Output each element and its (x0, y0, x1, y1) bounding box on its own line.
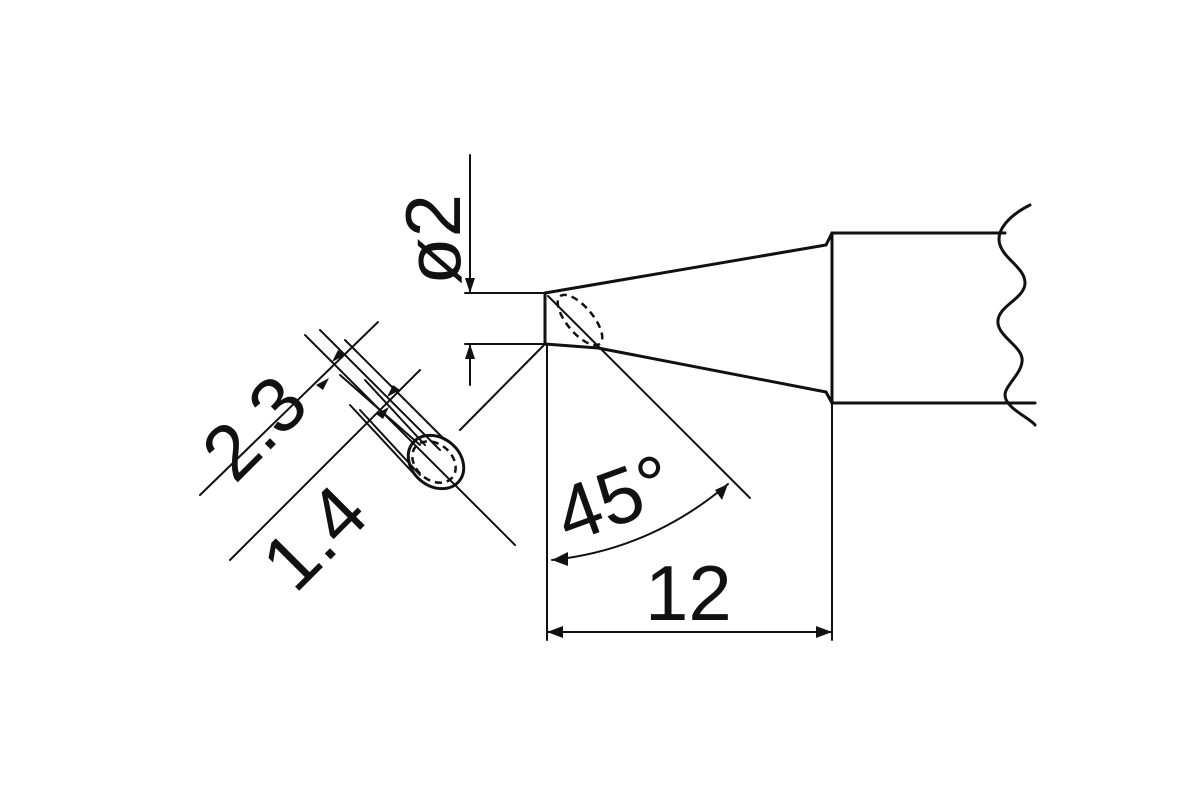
break-line (996, 203, 1037, 427)
angle-arrow-right (715, 484, 728, 500)
length-arrow-left (547, 626, 563, 638)
width-outer-arrow-bottom (316, 378, 329, 390)
width-inner-dim-line (229, 369, 421, 561)
diameter-arrow-bottom (465, 344, 475, 359)
width-outer-dim-line (199, 321, 379, 496)
detail-inner-line-top (364, 379, 426, 446)
angle-dimension: 45° (544, 295, 751, 641)
width-outer-label: 2.3 (185, 358, 324, 497)
length-arrow-right (816, 626, 832, 638)
length-dimension: 12 (546, 402, 833, 641)
length-label: 12 (645, 549, 732, 637)
angle-ext-line-diagonal (547, 295, 751, 499)
diameter-label: ø2 (389, 194, 477, 285)
tip-body (543, 203, 1037, 427)
taper-top-line (543, 243, 828, 295)
detail-ext-line-2 (319, 329, 441, 451)
diameter-dimension: ø2 (389, 154, 546, 386)
diameter-arrow-top (465, 278, 475, 293)
shoulder-bottom (824, 390, 834, 405)
bevel-face-ellipse (556, 293, 604, 347)
width-inner-label: 1.4 (245, 468, 384, 607)
angle-arrow-left (552, 552, 568, 566)
width-outer-arrow-top (332, 350, 345, 362)
taper-bottom-line (596, 346, 828, 394)
angle-arc (551, 483, 729, 561)
detail-cylinder-bottom (349, 404, 416, 476)
shoulder-top (824, 231, 834, 247)
bevel-edge-line (543, 342, 600, 350)
tip-detail-view: 2.3 1.4 (185, 321, 546, 607)
detail-leader-line (459, 343, 546, 431)
width-inner-arrow-bottom (376, 407, 389, 419)
width-inner-arrow-top (387, 385, 400, 397)
angle-label: 45° (544, 437, 685, 560)
detail-ext-line-1 (304, 334, 516, 546)
